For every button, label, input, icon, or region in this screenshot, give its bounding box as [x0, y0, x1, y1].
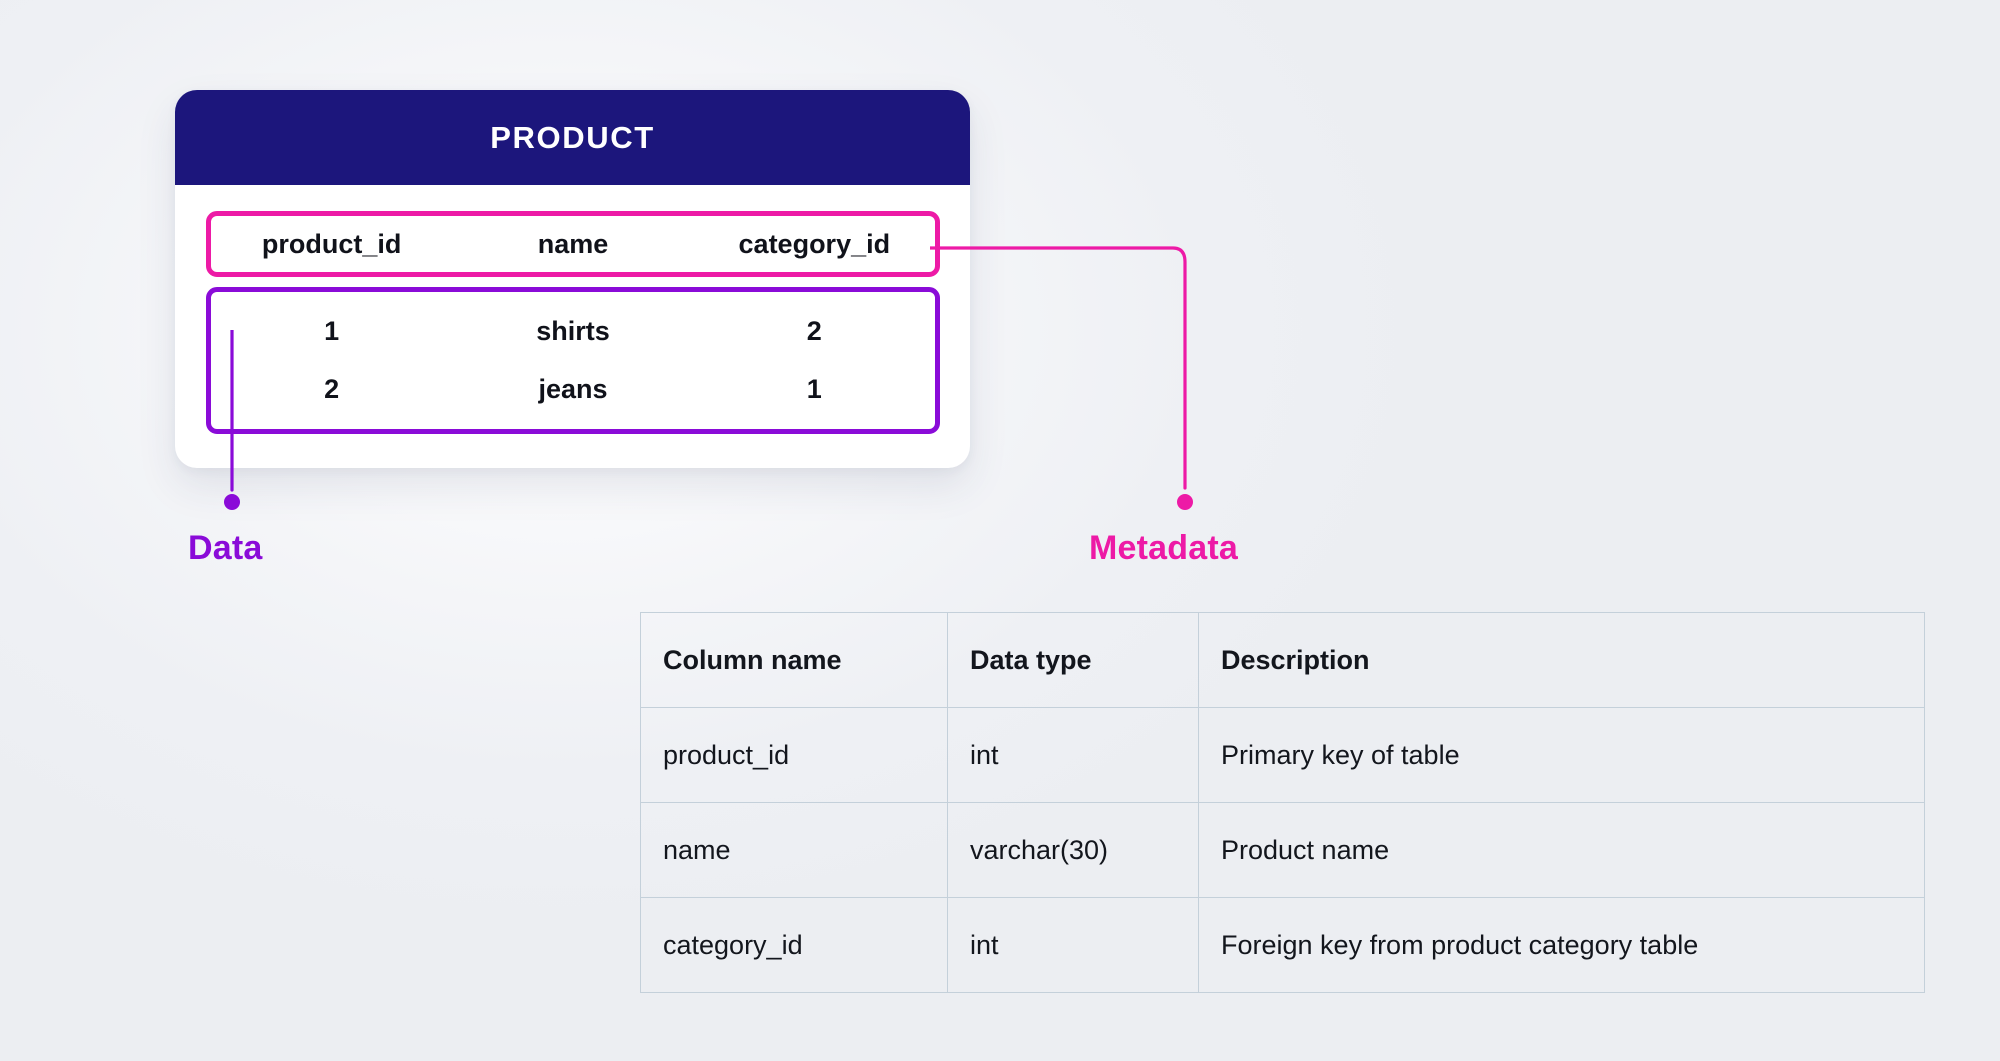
metadata-header-description: Description	[1198, 612, 1925, 708]
metadata-header-column-name: Column name	[640, 612, 948, 708]
cell-category-id: 1	[806, 374, 822, 404]
schema-column-category-id: category_id	[738, 228, 891, 259]
cell-product-id: 1	[324, 316, 340, 346]
data-connector-dot	[224, 494, 240, 510]
cell-product-id: 2	[324, 374, 340, 404]
metadata-cell-description: Primary key of table	[1198, 707, 1925, 803]
data-callout-label: Data	[188, 529, 263, 567]
metadata-table-header-row: Column name Data type Description	[640, 612, 1925, 708]
entity-card-header: PRODUCT	[175, 90, 970, 185]
schema-header-row: product_id name category_id	[211, 229, 935, 260]
metadata-cell-column-name: category_id	[640, 897, 948, 993]
data-rows-highlight: 1 shirts 2 2 jeans 1	[206, 287, 940, 434]
table-row: product_id int Primary key of table	[640, 707, 1925, 803]
metadata-dictionary-table: Column name Data type Description produc…	[640, 612, 1925, 993]
metadata-callout-label: Metadata	[1089, 529, 1238, 567]
schema-column-product-id: product_id	[261, 228, 402, 259]
table-row: name varchar(30) Product name	[640, 802, 1925, 898]
metadata-cell-column-name: product_id	[640, 707, 948, 803]
table-row: 1 shirts 2	[211, 303, 935, 361]
schema-column-name: name	[537, 228, 609, 259]
cell-category-id: 2	[806, 316, 822, 346]
metadata-header-data-type: Data type	[947, 612, 1199, 708]
table-row: category_id int Foreign key from product…	[640, 897, 1925, 993]
metadata-connector-dot	[1177, 494, 1193, 510]
schema-header-row-highlight: product_id name category_id	[206, 211, 940, 277]
metadata-cell-data-type: int	[947, 897, 1199, 993]
metadata-cell-column-name: name	[640, 802, 948, 898]
metadata-callout-connector	[930, 246, 1193, 510]
table-row: 2 jeans 1	[211, 361, 935, 419]
cell-name: shirts	[536, 316, 610, 346]
entity-title: PRODUCT	[490, 119, 655, 155]
product-entity-card: PRODUCT product_id name category_id 1 sh…	[175, 90, 970, 468]
metadata-cell-description: Product name	[1198, 802, 1925, 898]
metadata-cell-data-type: varchar(30)	[947, 802, 1199, 898]
metadata-cell-description: Foreign key from product category table	[1198, 897, 1925, 993]
cell-name: jeans	[538, 374, 608, 404]
metadata-cell-data-type: int	[947, 707, 1199, 803]
